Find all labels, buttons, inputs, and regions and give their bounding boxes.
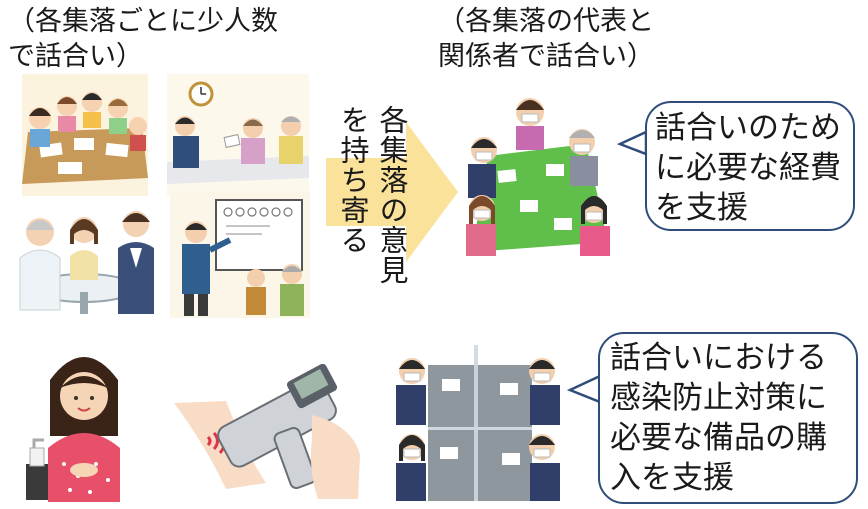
callout-tail <box>616 130 649 156</box>
caption-line: （各集落の代表と <box>438 6 654 37</box>
callout-tail <box>566 374 603 404</box>
callout-line: 話合いにおける <box>610 340 827 376</box>
bring-opinions-arrow <box>326 122 458 262</box>
arrow-label-sub: を持ち寄る <box>336 105 370 255</box>
callout-line: 必要な備品の購 <box>610 420 827 456</box>
caption-representative-discussion: （各集落の代表と 関係者で話合い） <box>438 4 654 74</box>
callout-line: に必要な経費 <box>655 150 841 186</box>
presentation-illustration <box>170 192 310 318</box>
caption-line: （各集落ごとに少人数 <box>8 6 278 37</box>
arrow-label-main: 各集落の意見 <box>375 105 409 285</box>
caption-small-group-discussion: （各集落ごとに少人数 で話合い） <box>8 4 278 74</box>
meeting-room-illustration <box>167 74 309 196</box>
caption-line: で話合い） <box>8 41 143 72</box>
partitioned-meeting-illustration <box>396 345 560 501</box>
callout-line: 感染防止対策に <box>610 380 827 416</box>
callout-line: 入を支援 <box>610 460 734 496</box>
callout-line: を支援 <box>655 190 748 226</box>
callout-infection-prevention-support: 話合いにおける 感染防止対策に 必要な備品の購 入を支援 <box>598 332 858 504</box>
family-discussion-illustration <box>12 200 160 318</box>
callout-line: 話合いのため <box>655 110 841 146</box>
hand-sanitizer-illustration <box>26 357 120 502</box>
masked-meeting-illustration <box>466 98 610 256</box>
group-meeting-illustration <box>22 74 148 196</box>
thermometer-illustration <box>174 363 360 499</box>
caption-line: 関係者で話合い） <box>438 41 654 72</box>
callout-discussion-expense-support: 話合いのため に必要な経費 を支援 <box>645 101 855 231</box>
